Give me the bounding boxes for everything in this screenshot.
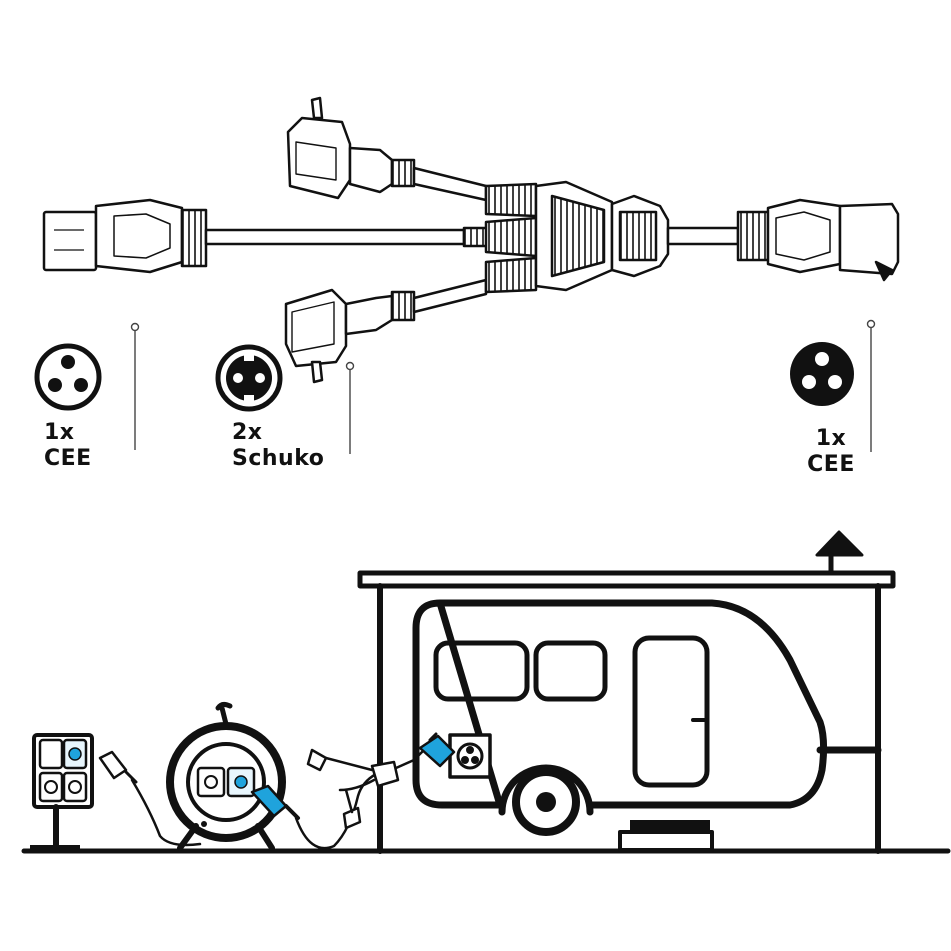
label-cee-right-type: CEE (807, 452, 855, 477)
cee-plug-left (42, 198, 208, 274)
leader-lines (130, 319, 876, 454)
cee-plug-from-post (98, 750, 138, 784)
power-post (30, 733, 94, 851)
schuko-socket-upper (286, 96, 488, 202)
label-cee-left-type: CEE (44, 446, 92, 471)
label-cee-right-count: 1x (815, 426, 847, 451)
cable-reel (166, 701, 286, 851)
cee-coupler-blue-caravan (418, 732, 456, 768)
label-cee-left-count: 1x (44, 420, 75, 445)
caravan-body (412, 599, 828, 809)
cee-plug-blue-reel (250, 784, 300, 820)
label-cee-right: 1x CEE (796, 426, 866, 478)
cee-plug-icon (790, 342, 854, 406)
label-schuko: 2x Schuko (232, 420, 324, 472)
schuko-socket-icon (215, 344, 283, 412)
cee-coupler-right (736, 198, 900, 282)
caravan-wheel (498, 764, 594, 836)
schuko-socket-lower (284, 278, 488, 384)
y-adapter-cable (42, 96, 900, 384)
scene (21, 530, 951, 854)
arrow-up-icon (815, 530, 864, 576)
cee-socket-icon (34, 343, 102, 411)
label-schuko-type: Schuko (232, 446, 325, 471)
caravan-window-left (433, 640, 530, 702)
label-schuko-count: 2x (232, 420, 263, 445)
carport-roof (357, 570, 896, 589)
caravan-window-right (533, 640, 608, 702)
splitter-body (484, 180, 670, 294)
mini-splitter (306, 746, 428, 830)
caravan-cee-inlet (448, 733, 492, 779)
caravan-door (632, 635, 710, 788)
label-cee-left: 1x CEE (44, 420, 92, 472)
